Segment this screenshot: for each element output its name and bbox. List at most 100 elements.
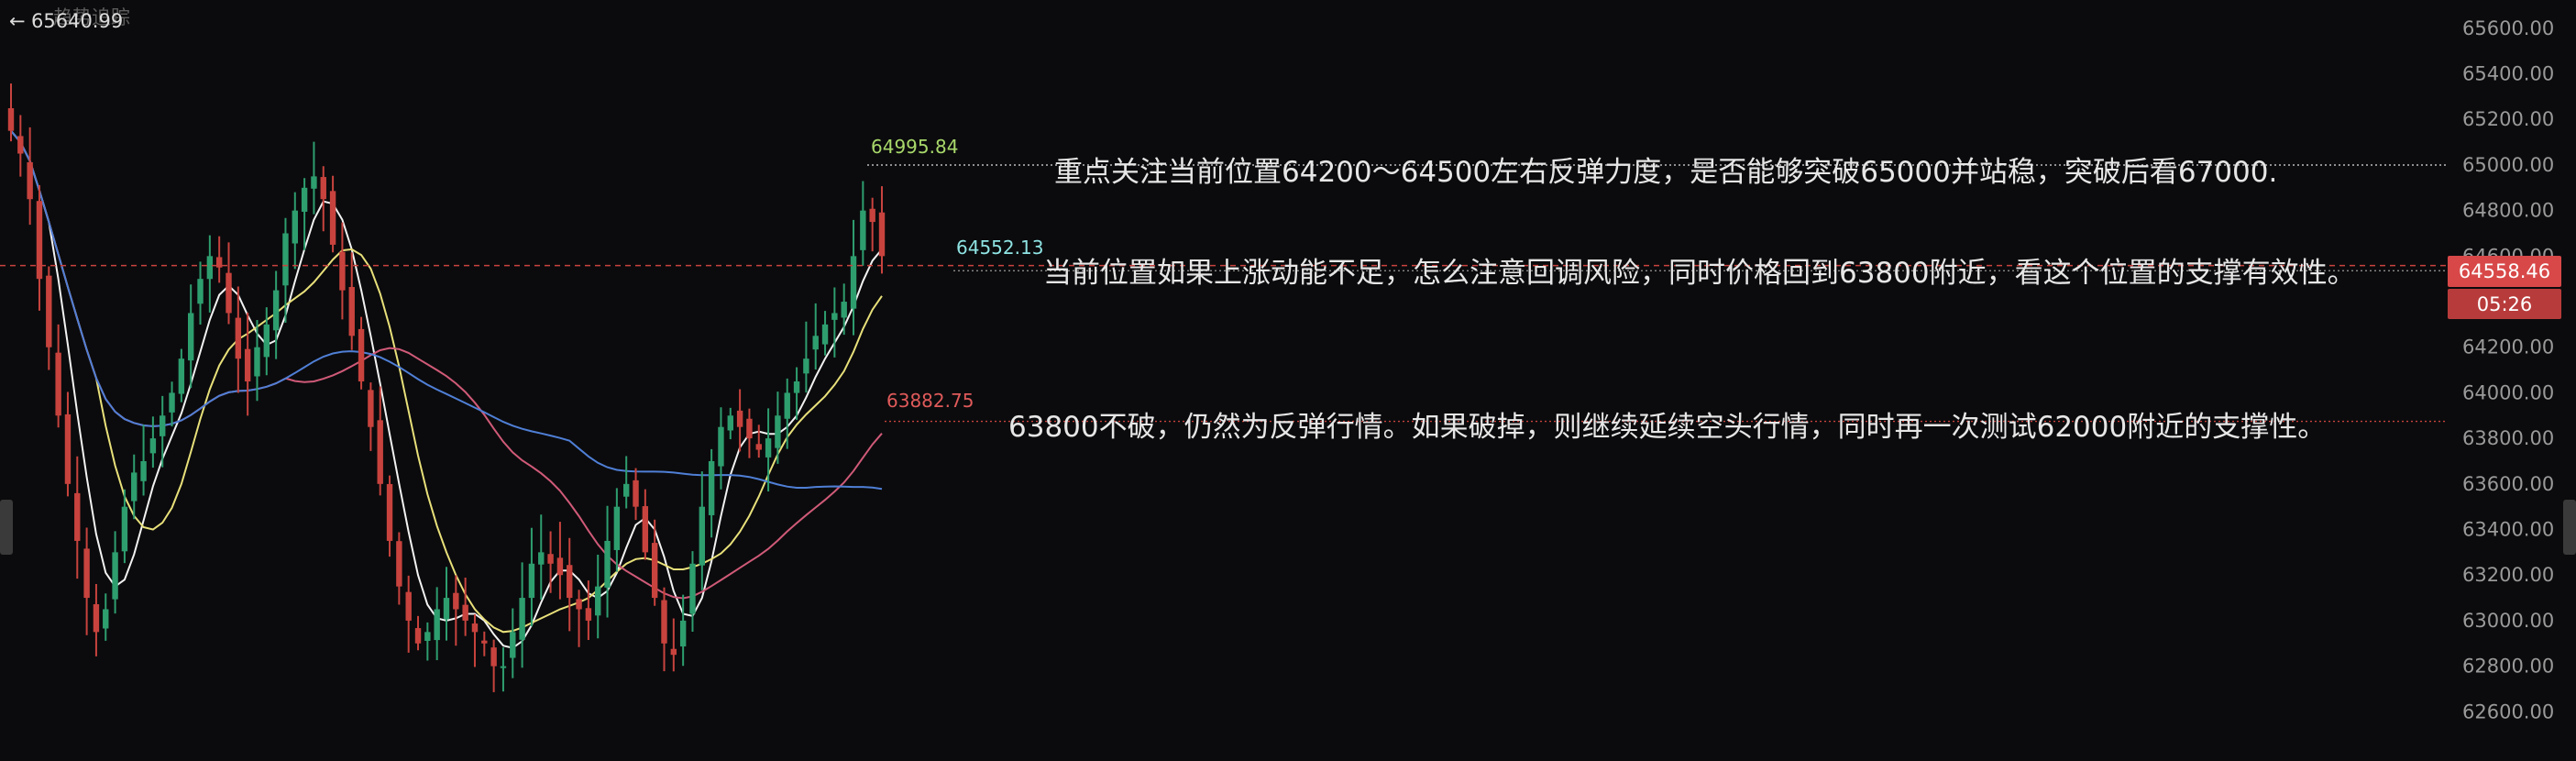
candle-up: [197, 279, 204, 304]
candle-down: [320, 177, 326, 200]
y-tick-label: 65200.00: [2462, 108, 2554, 130]
y-tick-label: 63000.00: [2462, 610, 2554, 632]
candle-up: [187, 313, 194, 361]
candle-down: [339, 251, 346, 291]
annotation-text-1: 重点关注当前位置64200～64500左右反弹力度，是否能够突破65000并站稳…: [1054, 156, 2277, 189]
candle-up: [272, 290, 280, 331]
candle-up: [149, 438, 157, 454]
candle-down: [215, 257, 223, 268]
y-tick-label: 62600.00: [2462, 700, 2554, 722]
candle-up: [679, 620, 687, 647]
candle-up: [263, 324, 270, 358]
annotation-lines: [0, 164, 2446, 423]
candle-up: [500, 666, 507, 668]
faded-title: 趋势追踪: [53, 6, 130, 28]
candle-down: [585, 608, 592, 621]
candle-down: [414, 628, 422, 644]
candle-down: [746, 418, 753, 439]
candle-up: [121, 506, 128, 552]
candle-down: [93, 604, 100, 633]
candle-down: [556, 557, 564, 576]
candle-up: [622, 483, 630, 497]
candle-down: [462, 604, 468, 621]
candle-down: [36, 201, 43, 280]
candle-down: [396, 541, 402, 587]
candle-up: [604, 540, 611, 588]
candle-up: [206, 256, 214, 280]
candle-down: [329, 191, 336, 245]
candle-down: [368, 390, 374, 427]
candle-up: [595, 586, 601, 616]
candle-up: [784, 392, 790, 419]
candle-down: [878, 212, 886, 257]
candle-up: [178, 358, 185, 394]
candle-up: [689, 563, 696, 614]
candle-up: [775, 415, 781, 448]
candle-down: [661, 600, 667, 644]
header-price: 65640.99: [31, 10, 123, 32]
candle-down: [244, 348, 251, 381]
y-tick-label: 65000.00: [2462, 154, 2554, 176]
candle-up: [254, 347, 260, 377]
high-value-label: 64995.84: [871, 136, 958, 158]
candle-down: [55, 352, 61, 416]
y-tick-label: 63200.00: [2462, 564, 2554, 586]
countdown-badge: [2448, 289, 2561, 319]
back-arrow-icon[interactable]: ←: [9, 10, 26, 32]
y-tick-label: 64800.00: [2462, 200, 2554, 222]
candle-up: [160, 415, 166, 436]
candle-up: [821, 324, 829, 345]
candle-up: [765, 438, 772, 458]
y-tick-label: 63800.00: [2462, 427, 2554, 449]
candle-down: [736, 410, 743, 427]
current-price-badge: [2448, 256, 2561, 287]
annotation-text-3: 63800不破，仍然为反弹行情。如果破掉，则继续延续空头行情，同时再一次测试62…: [1008, 411, 2326, 444]
y-tick-label: 64200.00: [2462, 336, 2554, 358]
y-tick-label: 65600.00: [2462, 17, 2554, 39]
candle-down: [386, 483, 393, 541]
annotation-text-2: 当前位置如果上涨动能不足，怎么注意回调风险，同时价格回到63800附近，看这个位…: [1043, 257, 2356, 290]
mid-value-label: 64552.13: [956, 237, 1043, 259]
candle-up: [510, 632, 516, 658]
candle-down: [490, 647, 497, 667]
left-scroll-handle[interactable]: [0, 500, 13, 555]
candle-down: [869, 208, 875, 223]
candle-down: [226, 272, 232, 314]
candle-up: [841, 302, 847, 318]
right-scroll-handle[interactable]: [2563, 500, 2576, 555]
candle-up: [311, 176, 317, 189]
candle-down: [74, 492, 81, 541]
candle-down: [348, 287, 355, 336]
candle-down: [27, 161, 33, 200]
candle-down: [17, 136, 24, 154]
candle-down: [64, 414, 72, 484]
candle-up: [538, 552, 545, 565]
candle-down: [567, 565, 573, 599]
candlesticks: [7, 83, 886, 692]
low-value-label: 63882.75: [886, 390, 974, 412]
candle-up: [282, 233, 289, 286]
candle-up: [443, 598, 450, 620]
candle-up: [850, 256, 857, 309]
candle-down: [453, 592, 459, 610]
candle-up: [831, 313, 838, 320]
candle-up: [112, 552, 118, 600]
ma-10-line: [10, 130, 883, 634]
candle-up: [812, 336, 819, 350]
candle-down: [670, 648, 677, 656]
candle-up: [424, 632, 431, 641]
candle-down: [651, 543, 658, 599]
candle-up: [434, 609, 440, 641]
candle-up: [103, 609, 109, 629]
candle-down: [547, 554, 554, 564]
candle-up: [169, 392, 175, 413]
candle-down: [642, 506, 649, 553]
candle-down: [7, 108, 15, 131]
y-tick-label: 64000.00: [2462, 381, 2554, 403]
candle-down: [235, 317, 242, 359]
candle-down: [481, 640, 488, 644]
y-tick-label: 65400.00: [2462, 63, 2554, 85]
ma-60-line: [10, 130, 883, 491]
candle-up: [699, 506, 706, 566]
